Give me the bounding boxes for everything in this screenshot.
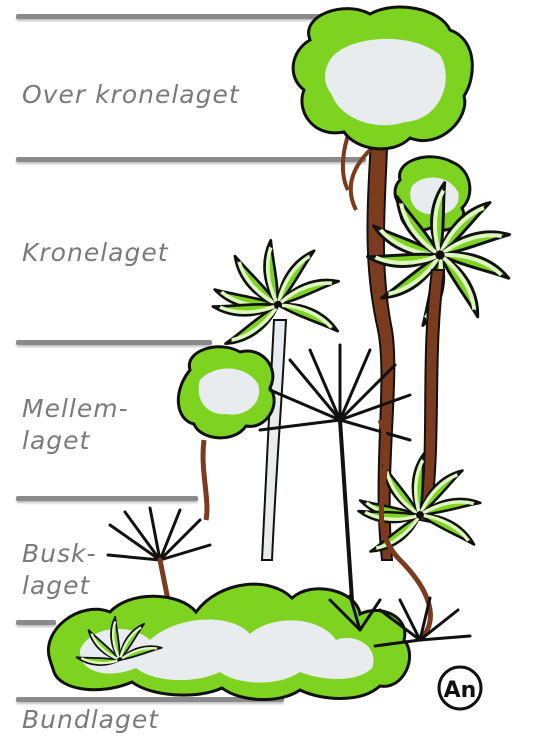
svg-text:An: An <box>444 678 477 703</box>
understory-small-tree <box>178 347 274 520</box>
understory-palm-trunk <box>262 320 286 560</box>
artist-signature: An <box>439 667 481 709</box>
dark-fern-shrub-left <box>108 508 210 600</box>
emergent-tree-trunk <box>343 120 394 560</box>
shrub-palm-right <box>358 453 481 557</box>
